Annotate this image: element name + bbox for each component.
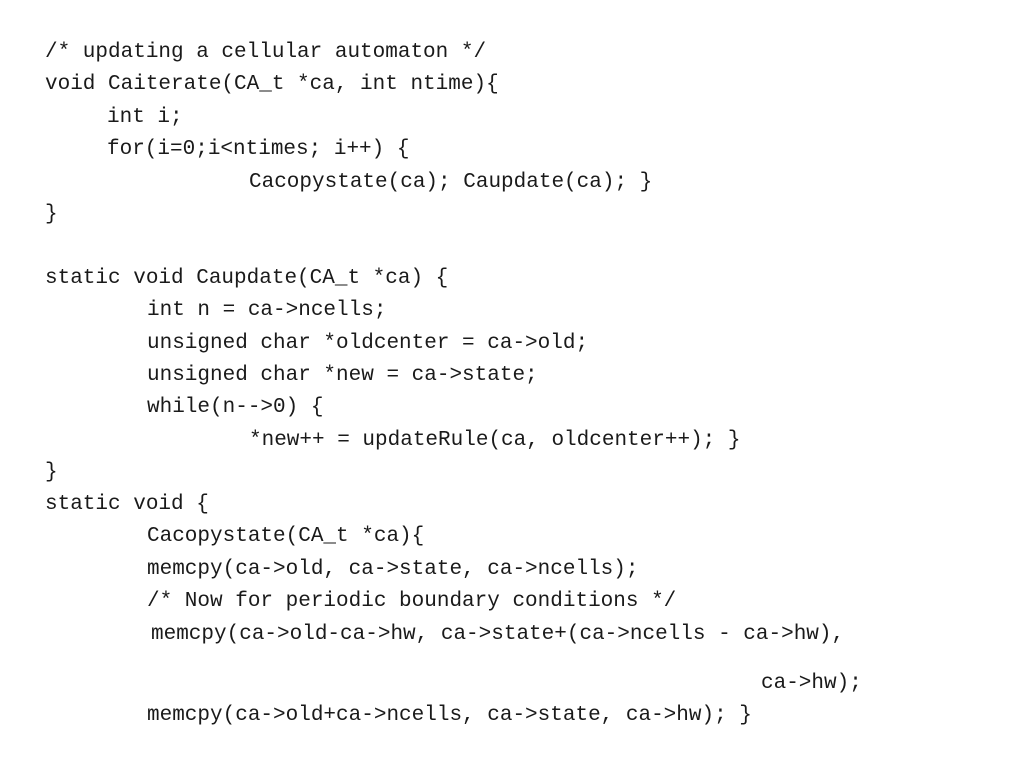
- code-line: int n = ca->ncells;: [147, 299, 387, 322]
- code-line: }: [45, 203, 58, 226]
- code-line: unsigned char *oldcenter = ca->old;: [147, 332, 589, 355]
- code-line: /* updating a cellular automaton */: [45, 41, 487, 64]
- code-line: memcpy(ca->old, ca->state, ca->ncells);: [147, 558, 639, 581]
- code-line: memcpy(ca->old+ca->ncells, ca->state, ca…: [147, 704, 752, 727]
- code-line: for(i=0;i<ntimes; i++) {: [107, 138, 410, 161]
- code-line: /* Now for periodic boundary conditions …: [147, 590, 677, 613]
- code-line: }: [45, 461, 58, 484]
- code-line: memcpy(ca->old-ca->hw, ca->state+(ca->nc…: [151, 623, 845, 646]
- code-line: while(n-->0) {: [147, 396, 324, 419]
- code-line: static void Caupdate(CA_t *ca) {: [45, 267, 449, 290]
- code-line: static void {: [45, 493, 209, 516]
- code-line: unsigned char *new = ca->state;: [147, 364, 538, 387]
- code-line: Cacopystate(ca); Caupdate(ca); }: [249, 171, 653, 194]
- code-line: Cacopystate(CA_t *ca){: [147, 525, 425, 548]
- code-line: *new++ = updateRule(ca, oldcenter++); }: [249, 429, 741, 452]
- code-line: void Caiterate(CA_t *ca, int ntime){: [45, 73, 499, 96]
- code-line: ca->hw);: [761, 672, 862, 695]
- code-line: int i;: [107, 106, 183, 129]
